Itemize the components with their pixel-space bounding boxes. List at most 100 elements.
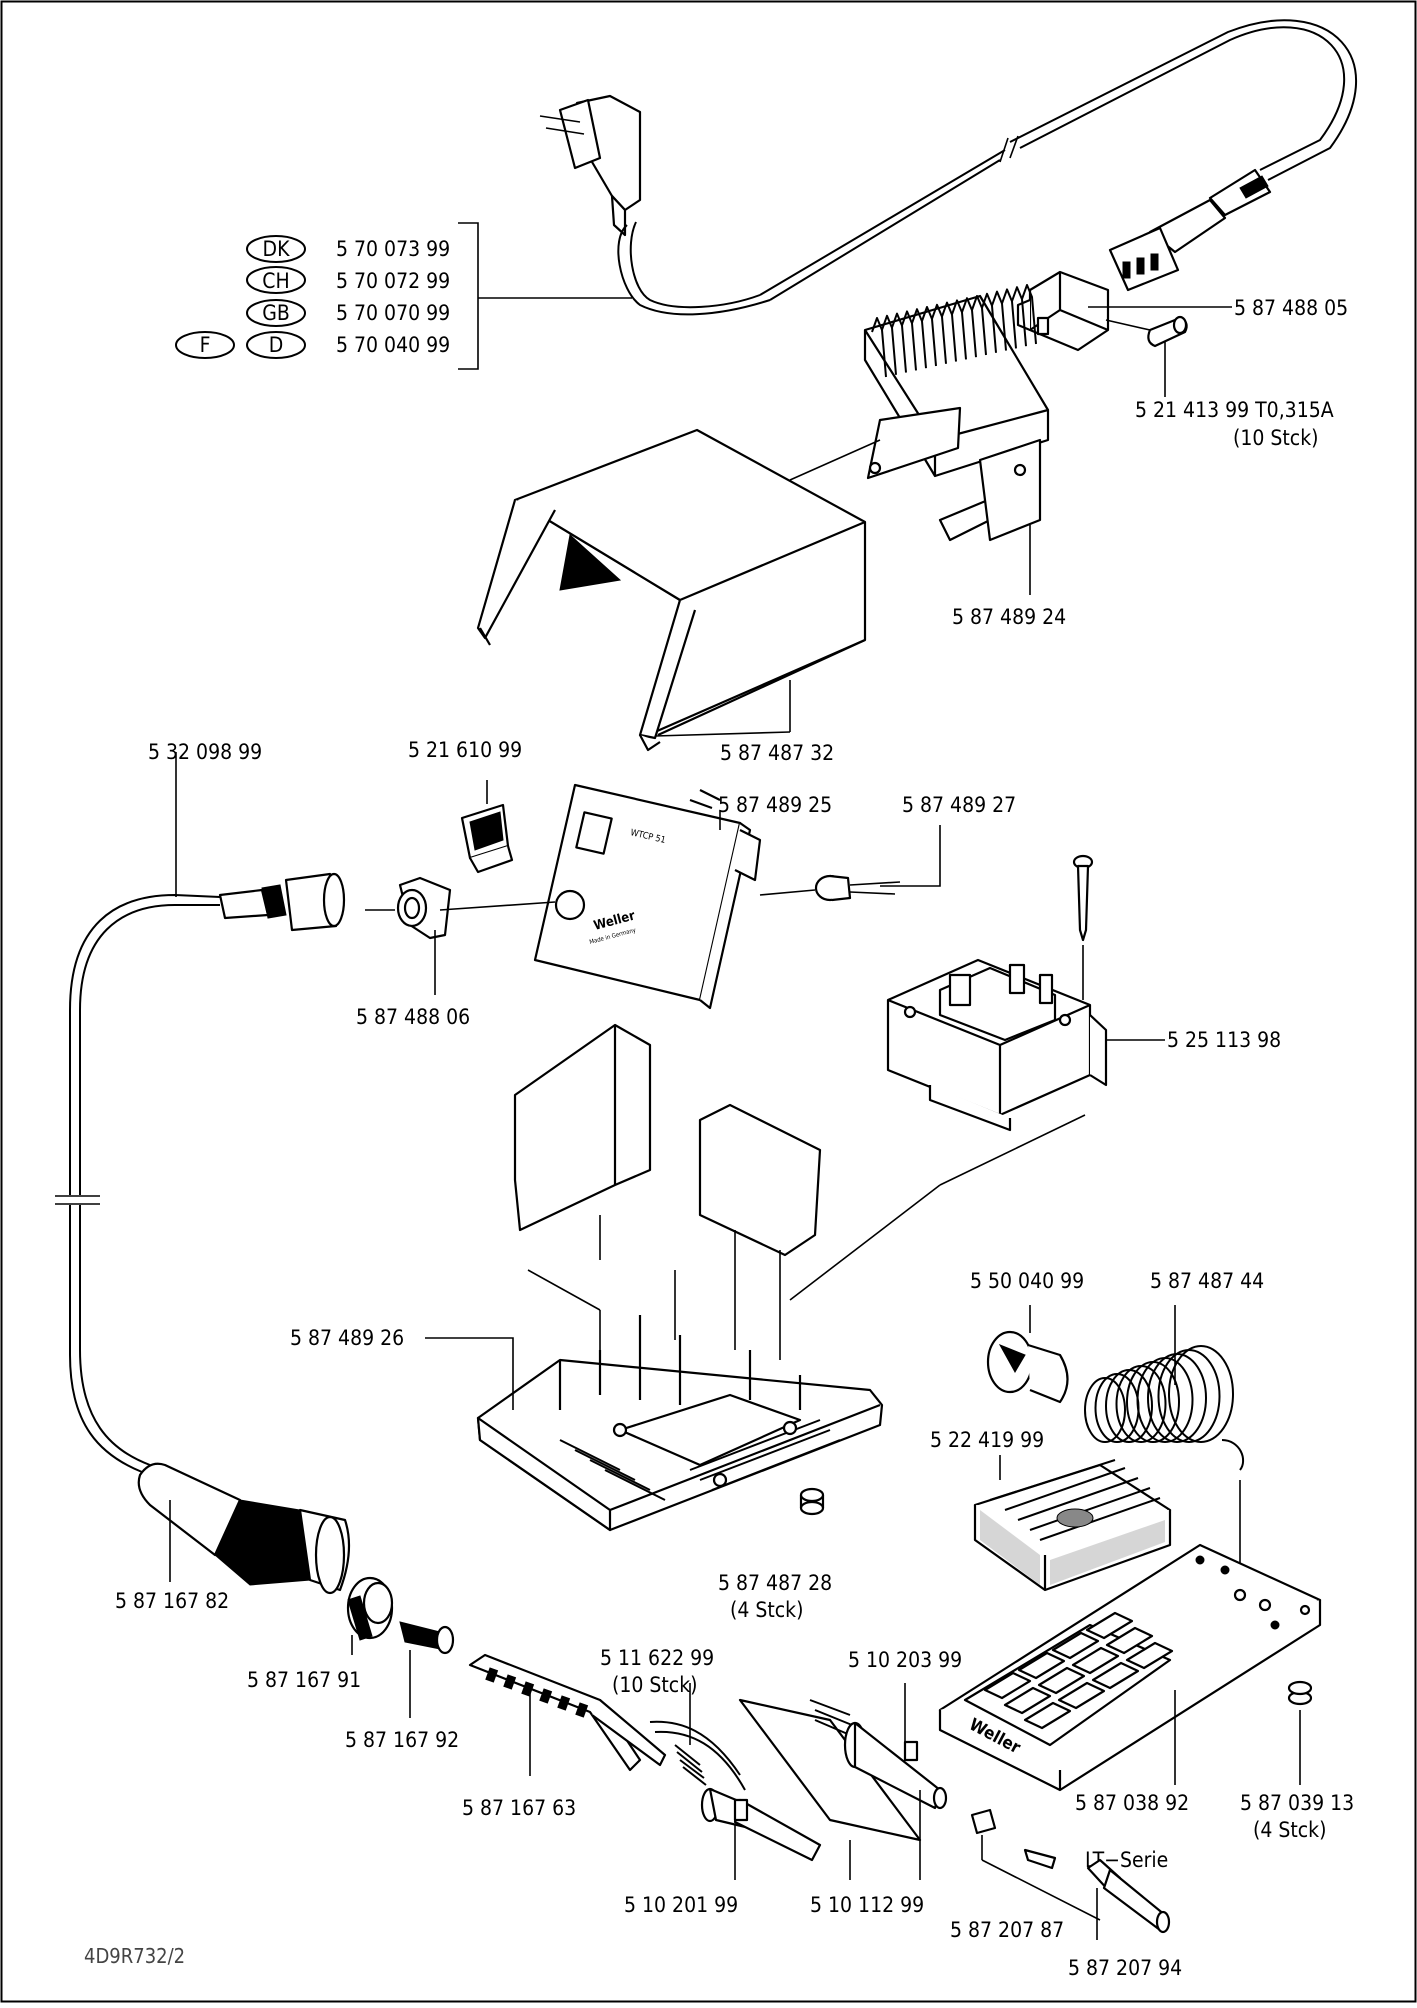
heatsink-fin [941, 301, 957, 362]
country-code-list: DK 5 70 073 99 CH 5 70 072 99 GB 5 70 07… [175, 222, 632, 370]
spring-coil [1157, 1349, 1221, 1443]
label-cable: 5 32 098 99 [148, 740, 262, 764]
label-front-panel: 5 87 489 25 [718, 793, 832, 817]
part-number-ch: 5 70 072 99 [336, 269, 450, 293]
part-number-dk: 5 70 073 99 [336, 237, 450, 261]
iron-handle: 5 87 167 82 [115, 1462, 351, 1613]
label-fuse: 5 21 413 99 T0,315A [1135, 398, 1334, 422]
country-code-dk: DK [263, 237, 291, 261]
insulation-sheets [513, 1023, 941, 1360]
heatsink-fin [971, 295, 987, 356]
label-foot-qty: (4 Stck) [730, 1598, 804, 1622]
iron-grip: 5 87 167 63 [462, 1653, 667, 1820]
sponge: 5 22 419 99 [930, 1428, 1172, 1592]
socket-and-fuse: 5 87 488 05 5 21 413 99 T0,315A (10 Stck… [1016, 270, 1348, 450]
heatsink-fin [961, 297, 977, 358]
tip-tube: 5 10 112 99 [738, 1698, 924, 1917]
heatsink-fin [981, 292, 997, 353]
country-code-f: F [200, 333, 211, 357]
label-tip-holder: 5 87 207 94 [1068, 1956, 1182, 1980]
spring: 5 87 487 44 [1084, 1269, 1264, 1610]
grip-slot [557, 1695, 571, 1711]
label-sponge: 5 22 419 99 [930, 1428, 1044, 1452]
potentiometer: 5 87 489 27 [759, 793, 1016, 902]
grip-slot [539, 1688, 553, 1704]
stand-grid-cell [1071, 1646, 1120, 1675]
heating-element: 5 10 203 99 [809, 1648, 962, 1880]
part-number-gb: 5 70 070 99 [336, 301, 450, 325]
label-pcb-bracket: 5 87 489 24 [952, 605, 1066, 629]
heatsink-fin [1001, 288, 1017, 349]
label-heating-element: 5 10 203 99 [848, 1648, 962, 1672]
heatsink-fin [1011, 286, 1027, 347]
label-cover: 5 87 487 32 [720, 741, 834, 765]
spring-coil [1147, 1353, 1207, 1443]
heatsink-fin [991, 290, 1007, 351]
label-grip: 5 87 167 63 [462, 1796, 576, 1820]
heatsink-fin [871, 317, 887, 378]
heatsink-fin [951, 299, 967, 360]
stand-grid-cell [1003, 1686, 1052, 1715]
label-element-tube: 5 10 112 99 [810, 1893, 924, 1917]
stand-grid-cell [1037, 1666, 1086, 1695]
country-code-d: D [269, 333, 284, 357]
stand-grid-cell [1017, 1651, 1066, 1680]
label-transformer: 5 25 113 98 [1167, 1028, 1281, 1052]
heatsink-fin [881, 314, 897, 375]
label-spring: 5 87 487 44 [1150, 1269, 1264, 1293]
label-tip-nut: 5 87 207 87 [950, 1918, 1064, 1942]
stand-grid-cell [1085, 1611, 1134, 1640]
label-base: 5 87 489 26 [290, 1326, 404, 1350]
heatsink-fin [931, 303, 947, 364]
heatsink-fin [1021, 284, 1037, 345]
label-fuse-qty: (10 Stck) [1233, 426, 1319, 450]
spring-holder: 5 50 040 99 [970, 1269, 1084, 1404]
grip-slot [575, 1702, 589, 1718]
heatsink-fin [891, 312, 907, 373]
front-panel: WTCP 51 Weller Made in Germany 5 87 489 … [533, 783, 832, 1010]
stand-grid-cell [1023, 1701, 1072, 1730]
label-nut: 5 87 167 91 [247, 1668, 361, 1692]
label-sleeve: 5 87 167 92 [345, 1728, 459, 1752]
label-switch: 5 21 610 99 [408, 738, 522, 762]
housing-cover: 5 87 487 32 [476, 428, 867, 765]
panel-socket: 5 87 488 06 [356, 876, 556, 1029]
tip-holder: 5 87 207 94 [1068, 1858, 1182, 1980]
spring-coil [1084, 1377, 1126, 1443]
heatsink-fin [921, 306, 937, 367]
transformer: 5 25 113 98 [886, 854, 1281, 1186]
iron-sleeve: 5 87 167 92 [345, 1621, 459, 1752]
stand-grid-cell [1125, 1641, 1174, 1670]
label-potentiometer: 5 87 489 27 [902, 793, 1016, 817]
label-panel-socket: 5 87 488 06 [356, 1005, 470, 1029]
label-stand-foot: 5 87 039 13 [1240, 1791, 1354, 1815]
stand-grid-cell [1091, 1661, 1140, 1690]
label-sensor: 5 10 201 99 [624, 1893, 738, 1917]
label-heater-clip: 5 11 622 99 [600, 1646, 714, 1670]
switch: 5 21 610 99 [408, 738, 522, 874]
grip-slot [503, 1674, 517, 1690]
part-number-fd: 5 70 040 99 [336, 333, 450, 357]
sensor-element: 5 10 201 99 [624, 1720, 822, 1917]
stand-grid-cell [1057, 1681, 1106, 1710]
label-foot: 5 87 487 28 [718, 1571, 832, 1595]
label-handle: 5 87 167 82 [115, 1589, 229, 1613]
pcb-bracket: 5 87 489 24 [789, 284, 1066, 629]
stand-grid-cell [983, 1671, 1032, 1700]
iron-nut: 5 87 167 91 [247, 1576, 394, 1692]
grip-slot [485, 1667, 499, 1683]
heatsink-fin [901, 310, 917, 371]
stand-grid-cell [1105, 1626, 1154, 1655]
spring-coil [1168, 1345, 1234, 1443]
country-code-gb: GB [262, 301, 290, 325]
label-socket: 5 87 488 05 [1234, 296, 1348, 320]
stand-grid-cell [1051, 1631, 1100, 1660]
label-spring-holder: 5 50 040 99 [970, 1269, 1084, 1293]
heatsink-fin [911, 308, 927, 369]
power-cord [539, 19, 1358, 316]
housing-base: 5 87 489 26 5 87 487 28 (4 Stck) [290, 1315, 884, 1622]
label-stand: 5 87 038 92 [1075, 1791, 1189, 1815]
